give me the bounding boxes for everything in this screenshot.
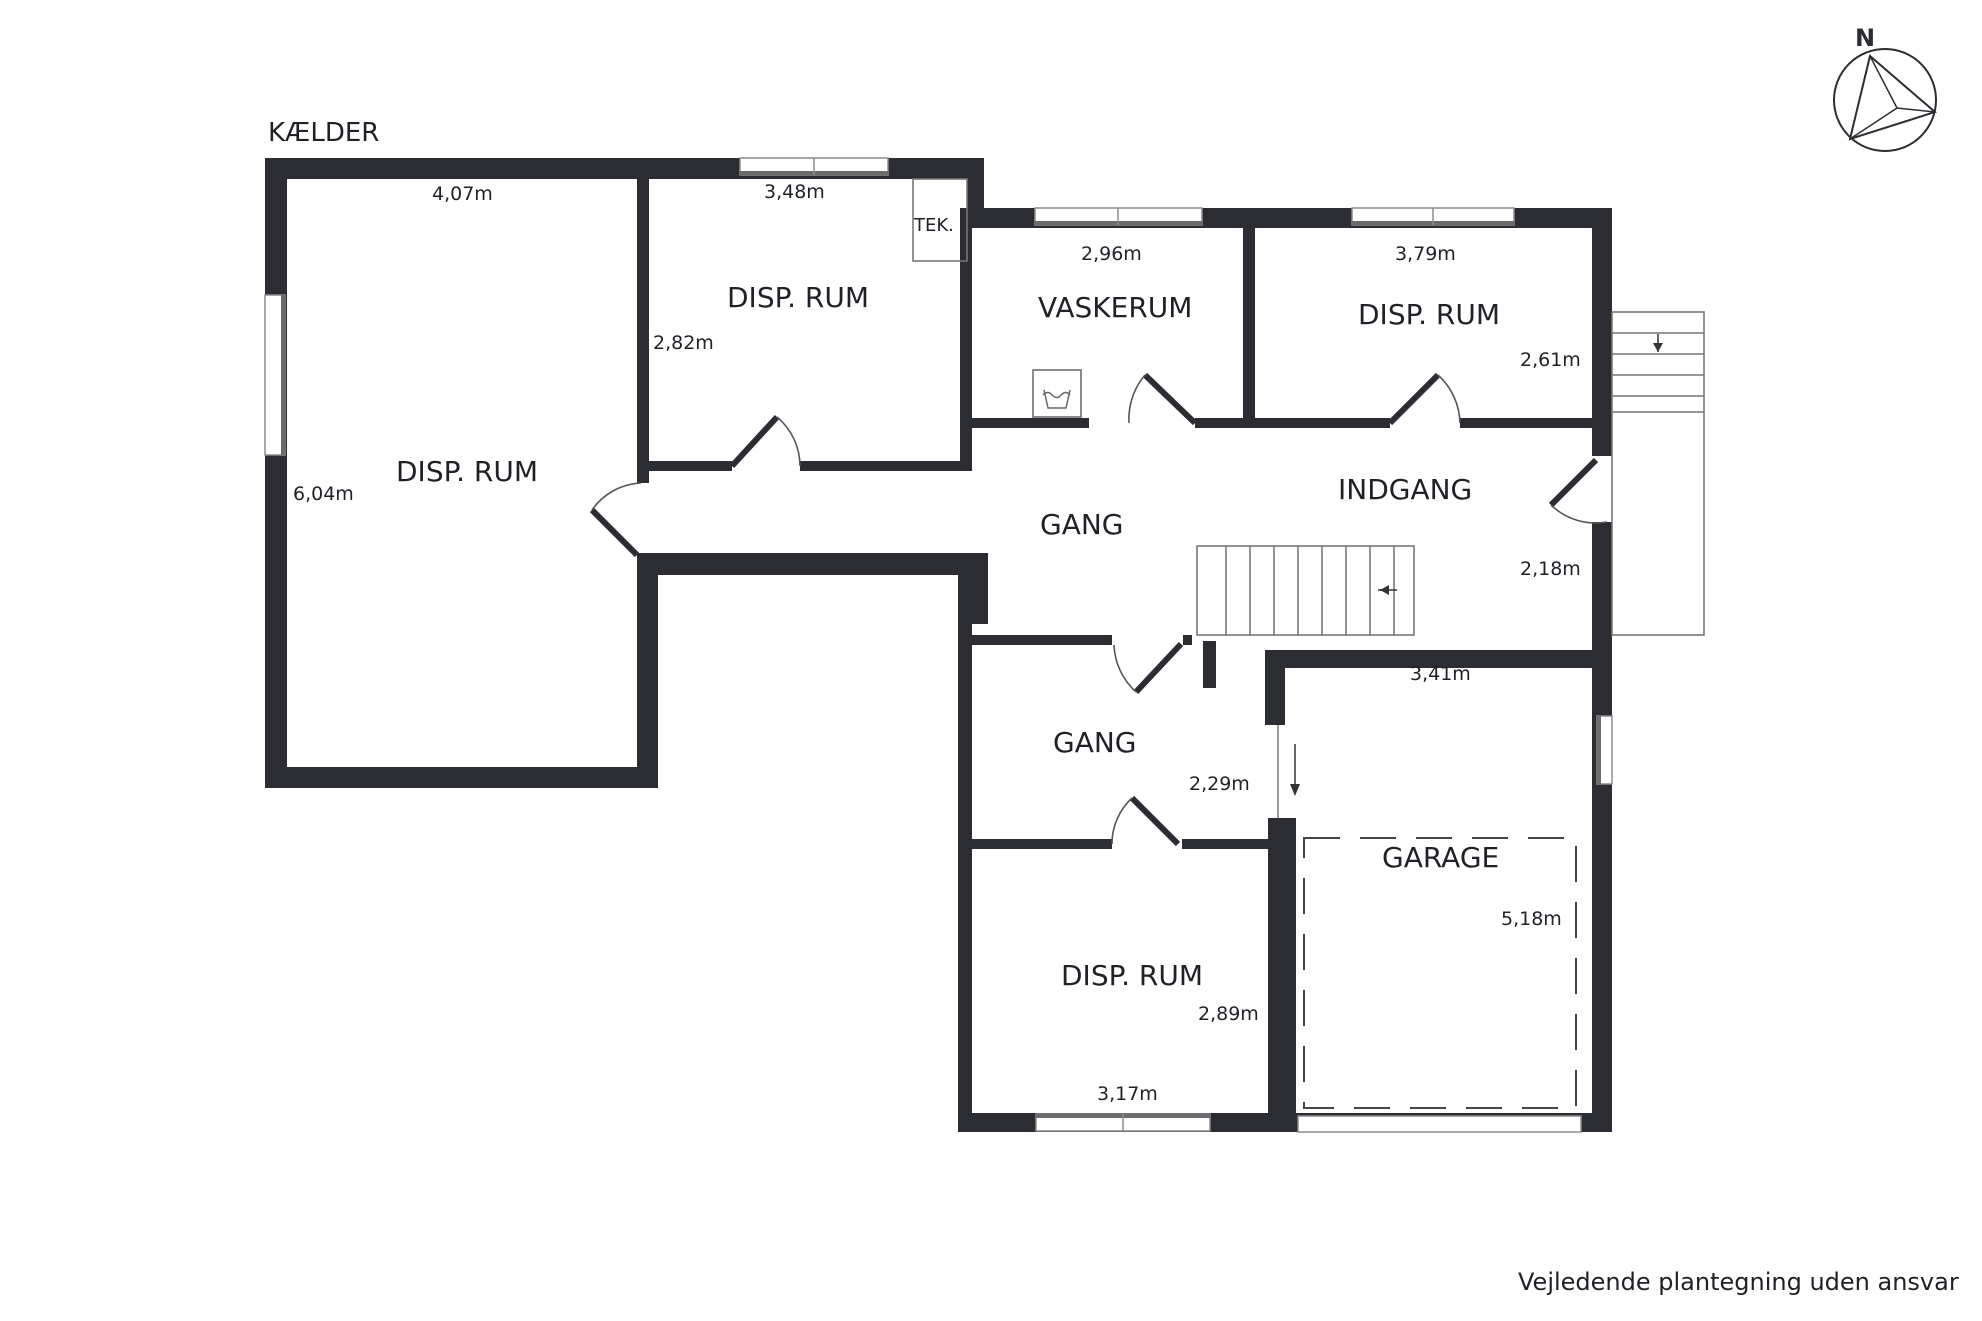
room-label-tek: TEK.: [913, 215, 954, 236]
dim-north-height: 2,82m: [653, 332, 714, 354]
disclaimer-note: Vejledende plantegning uden ansvar: [1518, 1268, 1959, 1296]
room-label-gang-main: GANG: [1040, 508, 1124, 541]
room-label-garage: GARAGE: [1382, 841, 1499, 874]
dim-garage-width: 3,41m: [1410, 663, 1471, 685]
dim-indgang-height: 2,18m: [1520, 558, 1581, 580]
dim-gang-lower-height: 2,29m: [1189, 773, 1250, 795]
tech-closet: [912, 178, 968, 262]
walls: [265, 158, 1612, 1132]
compass-north-letter: N: [1855, 24, 1875, 52]
doors: [589, 372, 1608, 847]
dim-vaskerum-width: 2,96m: [1081, 243, 1142, 265]
floor-title: KÆLDER: [268, 118, 379, 148]
windows: [264, 157, 1613, 1133]
room-label-disp-rum-east: DISP. RUM: [1358, 298, 1500, 331]
room-label-disp-rum-north: DISP. RUM: [727, 281, 869, 314]
garage-door-arrow-icon: [1290, 744, 1300, 796]
dim-south-width: 3,17m: [1097, 1083, 1158, 1105]
dim-east-width: 3,79m: [1395, 243, 1456, 265]
stair-left-arrow-icon: [1380, 585, 1397, 595]
room-label-vaskerum: VASKERUM: [1038, 291, 1192, 324]
outdoor-stairs: [1611, 311, 1705, 636]
dim-east-height: 2,61m: [1520, 349, 1581, 371]
dim-west-width: 4,07m: [432, 183, 493, 205]
room-label-gang-lower: GANG: [1053, 726, 1137, 759]
outdoor-stair-arrow-icon: [1653, 334, 1663, 352]
room-label-disp-rum-south: DISP. RUM: [1061, 959, 1203, 992]
dim-north-width: 3,48m: [764, 181, 825, 203]
laundry-icon: [1032, 369, 1082, 418]
dim-south-height: 2,89m: [1198, 1003, 1259, 1025]
room-label-indgang: INDGANG: [1338, 473, 1472, 506]
room-label-disp-rum-west: DISP. RUM: [396, 455, 538, 488]
garage-parking-outline: [1303, 837, 1577, 1109]
dim-west-height: 6,04m: [293, 483, 354, 505]
dim-garage-height: 5,18m: [1501, 908, 1562, 930]
compass-icon: [1833, 48, 1938, 152]
